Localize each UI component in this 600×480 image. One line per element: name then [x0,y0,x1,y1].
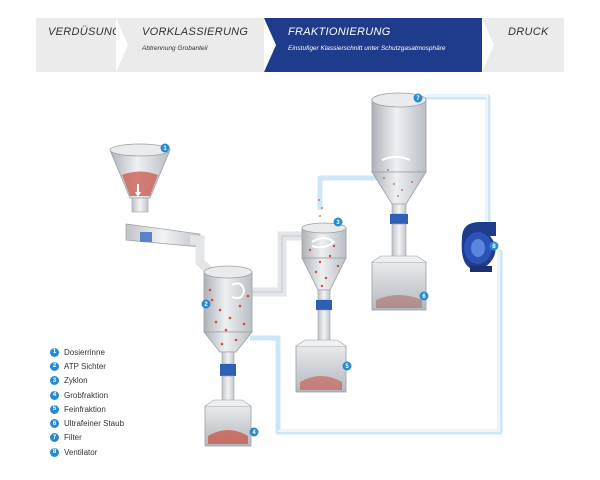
zyklon [301,199,347,347]
legend-item: 5 Feinfraktion [50,402,124,416]
legend-label: Feinfraktion [64,404,106,414]
legend-label: Ventilator [64,447,98,457]
step-title: VERDÜSUNG [48,26,121,38]
legend-number: 7 [50,433,59,443]
legend-number: 2 [50,361,59,371]
step-title: VORKLASSIERUNG [142,26,249,38]
legend-item: 8 Ventilator [50,445,124,459]
marker-8: 8 [489,241,499,251]
legend-number: 5 [50,404,59,414]
pipe-filter-to-fan [425,94,491,238]
step-druck: DRUCK [482,18,564,72]
filter [371,92,427,263]
marker-2: 2 [201,299,211,309]
marker-label: 8 [492,244,496,250]
marker-label: 4 [252,430,256,436]
legend-item: 1 Dosierrinne [50,345,124,359]
legend-item: 2 ATP Sichter [50,359,124,373]
diagram-markers: 1 2 3 4 5 6 7 8 [160,93,499,437]
marker-5: 5 [342,361,352,371]
marker-7: 7 [413,93,423,103]
marker-label: 2 [204,302,208,308]
step-fraktionierung: FRAKTIONIERUNG Einstufiger Klassierschni… [264,18,484,72]
atp-sichter [203,265,253,407]
step-chevron [264,18,276,72]
gas-pipes [250,94,503,435]
step-title: FRAKTIONIERUNG [288,26,391,38]
legend-number: 6 [50,419,59,429]
legend: 1 Dosierrinne 2 ATP Sichter 3 Zyklon 4 Grobf… [50,345,124,459]
legend-number: 1 [50,347,59,357]
legend-label: Zyklon [64,376,88,386]
feinfraktion-container [295,339,347,393]
legend-item: 6 Ultrafeiner Staub [50,416,124,430]
marker-label: 1 [163,146,167,152]
marker-3: 3 [333,217,343,227]
pipe-sichter-to-zyklon [250,231,304,297]
step-subtitle: Einstufiger Klassierschnitt unter Schutz… [288,45,446,52]
marker-label: 3 [336,220,340,226]
marker-1: 1 [160,143,170,153]
legend-label: ATP Sichter [64,361,106,371]
legend-label: Filter [64,433,82,443]
legend-item: 7 Filter [50,431,124,445]
step-title: DRUCK [508,26,549,38]
grobfraktion-container [204,399,252,447]
marker-label: 7 [416,96,420,102]
step-chevron [482,18,494,72]
legend-number: 3 [50,376,59,386]
pipe-cyclon-to-filter [317,175,378,210]
legend-item: 3 Zyklon [50,374,124,388]
dosierrinne [109,143,218,279]
step-chevron [116,18,128,72]
step-subtitle: Abtrennung Grobanteil [142,45,208,52]
step-vorklassierung: VORKLASSIERUNG Abtrennung Grobanteil [116,18,266,72]
process-steps: VERDÜSUNG VORKLASSIERUNG Abtrennung Grob… [36,18,564,72]
pipe-fan-to-return [250,250,503,435]
marker-4: 4 [249,427,259,437]
ultrafeiner-staub-container [371,255,427,311]
marker-6: 6 [419,291,429,301]
marker-label: 5 [345,364,349,370]
legend-number: 4 [50,390,59,400]
legend-label: Grobfraktion [64,390,109,400]
marker-label: 6 [422,294,426,300]
ventilator [461,222,496,272]
legend-label: Dosierrinne [64,347,105,357]
legend-label: Ultrafeiner Staub [64,419,125,429]
legend-item: 4 Grobfraktion [50,388,124,402]
step-verduesung: VERDÜSUNG [36,18,126,72]
legend-number: 8 [50,447,59,457]
